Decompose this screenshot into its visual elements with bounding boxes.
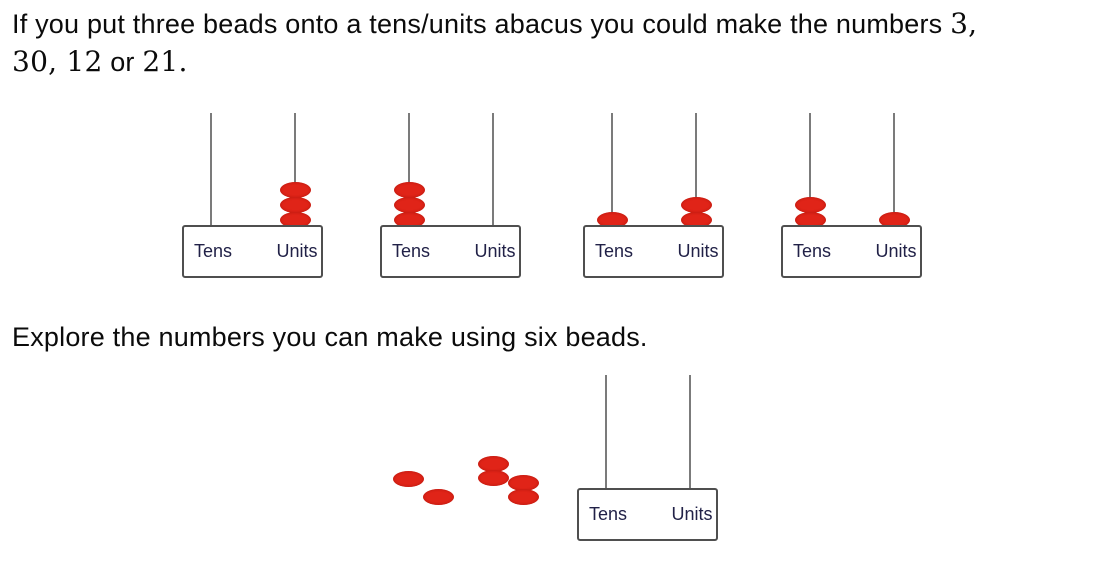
bead [680,197,712,213]
abacus-base-box: Tens Units [380,225,521,278]
body-text: or [102,47,143,77]
number-text: 21. [142,45,188,78]
number-text: 30, 12 [12,45,103,78]
tens-label: Tens [792,241,832,261]
body-text: If you put three beads onto a tens/units… [12,9,951,39]
loose-bead [507,475,539,491]
bead [393,182,425,198]
bead [680,212,712,228]
bead [878,212,910,228]
abacus-base-box: Tens Units [577,488,718,541]
tens-rod [809,113,811,227]
tens-label: Tens [588,504,628,524]
tens-label: Tens [594,241,634,261]
units-rod [695,113,697,227]
bead [794,197,826,213]
tens-rod [611,113,613,227]
loose-bead [507,489,539,505]
abacus-showing-12: Tens Units [583,113,724,278]
abacus-showing-3: Tens Units [182,113,323,278]
units-rod [492,113,494,227]
bead [794,212,826,228]
tens-rod [605,375,607,490]
intro-text: If you put three beads onto a tens/units… [12,5,977,81]
bead [596,212,628,228]
units-label: Units [276,241,318,261]
bead [393,197,425,213]
bead [279,182,311,198]
units-label: Units [875,241,917,261]
abacus-showing-30: Tens Units [380,113,521,278]
tens-label: Tens [391,241,431,261]
bead [393,212,425,228]
units-label: Units [474,241,516,261]
bead [279,212,311,228]
units-rod [689,375,691,490]
units-rod [893,113,895,227]
abacus-base-box: Tens Units [781,225,922,278]
intro-line: If you put three beads onto a tens/units… [12,5,977,43]
number-text: 3, [950,7,978,40]
tens-label: Tens [193,241,233,261]
units-label: Units [671,504,713,524]
tens-rod [210,113,212,227]
loose-bead [392,471,424,487]
loose-bead [477,456,509,472]
tens-rod [408,113,410,227]
abacus-base-box: Tens Units [583,225,724,278]
loose-bead [477,470,509,486]
explore-text: Explore the numbers you can make using s… [12,322,648,352]
units-label: Units [677,241,719,261]
units-rod [294,113,296,227]
loose-bead [422,489,454,505]
abacus-base-box: Tens Units [182,225,323,278]
intro-line: 30, 12 or 21. [12,43,977,81]
abacus-empty: Tens Units [577,375,718,541]
abacus-showing-21: Tens Units [781,113,922,278]
bead [279,197,311,213]
